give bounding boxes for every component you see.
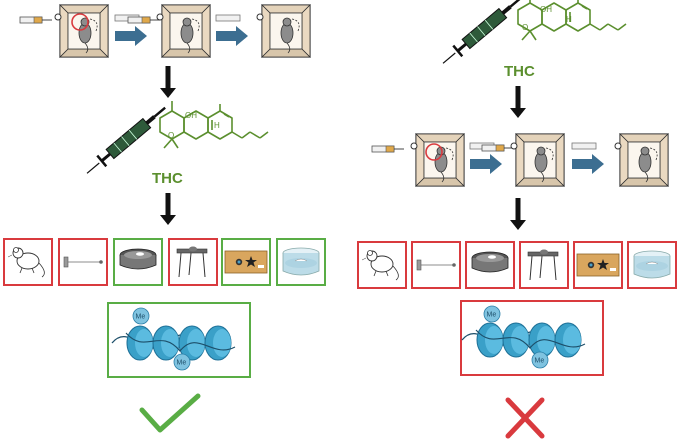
left-methyl-1 [132, 307, 150, 325]
left-methyl-2-label: Me [177, 360, 187, 367]
left-big-syringe [81, 101, 171, 180]
left-operant-box-1 [54, 4, 109, 58]
left-nucleosome-cluster [111, 325, 236, 361]
right-methyl-2-label: Me [535, 358, 545, 365]
right-down-arrow-1 [510, 86, 526, 118]
right-test-electrode [411, 241, 461, 289]
left-injection-mark [71, 13, 89, 31]
right-methyl-2 [531, 351, 549, 369]
check-mark-icon [139, 393, 201, 433]
left-test-water-maze [276, 238, 326, 286]
right-big-syringe [437, 0, 527, 70]
right-operant-box-2 [510, 133, 565, 187]
right-arrow-2 [572, 154, 604, 174]
left-arrow-1 [115, 26, 147, 46]
left-arrow-2 [216, 26, 248, 46]
right-operant-box-3 [614, 133, 669, 187]
cross-mark-icon [505, 397, 545, 439]
right-thc-label: THC [504, 63, 535, 80]
right-test-water-maze [627, 241, 677, 289]
right-methyl-1 [483, 305, 501, 323]
left-methyl-1-label: Me [136, 314, 146, 321]
frame [519, 241, 569, 289]
right-syringe-small [371, 145, 405, 153]
frame [3, 238, 53, 286]
left-o-label: O [168, 131, 174, 140]
left-tube-2 [215, 14, 241, 22]
left-thc-label: THC [152, 170, 183, 187]
left-panel: OH O H THC [3, 4, 326, 433]
right-test-open-field [465, 241, 515, 289]
right-h-label: H [566, 15, 572, 24]
right-arrow-1 [470, 154, 502, 174]
right-down-arrow-2 [510, 198, 526, 230]
left-test-object-task [221, 238, 271, 286]
right-thc-molecule [517, 0, 627, 41]
right-tube-2 [571, 142, 597, 150]
right-test-object-task [573, 241, 623, 289]
right-syringe-small-2 [481, 144, 515, 152]
right-test-operant-chamber [519, 241, 569, 289]
right-methyl-1-label: Me [487, 312, 497, 319]
left-test-operant-chamber [168, 238, 218, 286]
left-syringe-small [19, 16, 53, 24]
left-h-label: H [214, 121, 220, 130]
right-oh-label: OH [540, 5, 552, 14]
left-syringe-small-2 [127, 16, 161, 24]
left-down-arrow-2 [160, 193, 176, 225]
right-test-mouse [357, 241, 407, 289]
left-down-arrow-1 [160, 66, 176, 98]
left-test-mouse [3, 238, 53, 286]
left-methyl-2 [173, 353, 191, 371]
left-test-electrode [58, 238, 108, 286]
left-oh-label: OH [185, 111, 197, 120]
left-operant-box-2 [156, 4, 211, 58]
frame [168, 238, 218, 286]
left-test-open-field [113, 238, 163, 286]
right-o-label: O [522, 23, 528, 32]
right-nucleosome-cluster [461, 322, 586, 358]
right-injection-mark [425, 143, 443, 161]
right-panel: OH O H THC [357, 0, 677, 439]
left-operant-box-3 [256, 4, 311, 58]
